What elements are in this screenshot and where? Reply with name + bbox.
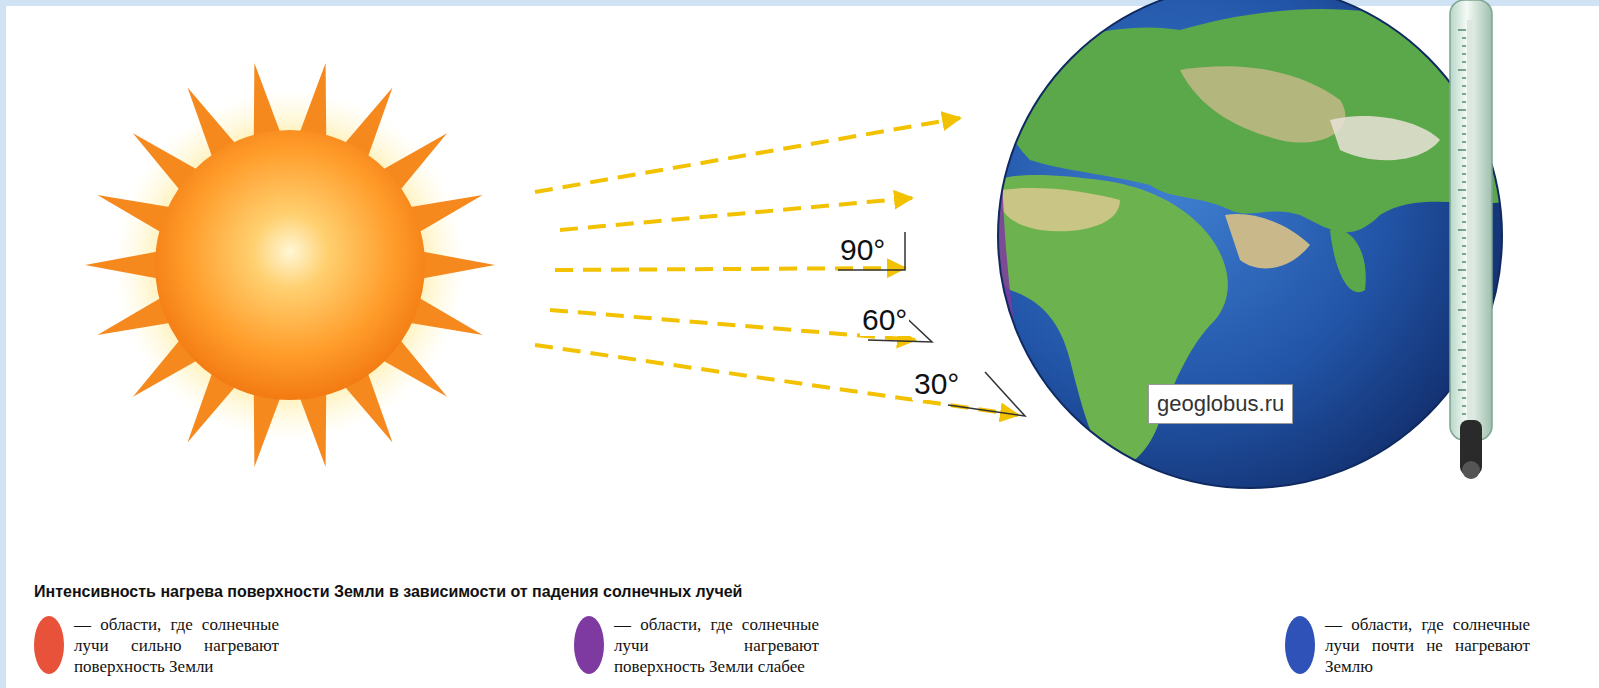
angle-label: 60° — [860, 304, 909, 336]
legend-swatch-box — [572, 614, 606, 676]
globe — [960, 0, 1520, 488]
legend-text: — области, где солнечные лучи нагревают … — [614, 614, 819, 677]
legend-item: — области, где солнечные лучи почти не н… — [1283, 614, 1530, 677]
legend-swatch-box — [32, 614, 66, 676]
legend-item: — области, где солнечные лучи сильно наг… — [32, 614, 279, 677]
legend-swatch — [34, 616, 64, 674]
thermometer — [1450, 0, 1492, 479]
angle-label: 90° — [838, 234, 887, 266]
legend-swatch-box — [1283, 614, 1317, 676]
sun-spike — [414, 250, 495, 280]
angle-label: 30° — [912, 368, 961, 400]
sun — [85, 63, 495, 467]
legend-text: — области, где солнечные лучи почти не н… — [1325, 614, 1530, 677]
angle-mark — [838, 232, 1025, 416]
legend-text: — области, где солнечные лучи сильно наг… — [74, 614, 279, 677]
sun-spike — [85, 250, 166, 280]
frame-band — [0, 0, 1599, 6]
sun-ray — [535, 118, 1018, 415]
legend-item: — области, где солнечные лучи нагревают … — [572, 614, 819, 677]
watermark: geoglobus.ru — [1148, 384, 1293, 424]
legend-swatch — [1285, 616, 1315, 674]
legend-swatch — [574, 616, 604, 674]
frame-band — [0, 0, 6, 688]
legend-title: Интенсивность нагрева поверхности Земли … — [34, 582, 742, 602]
